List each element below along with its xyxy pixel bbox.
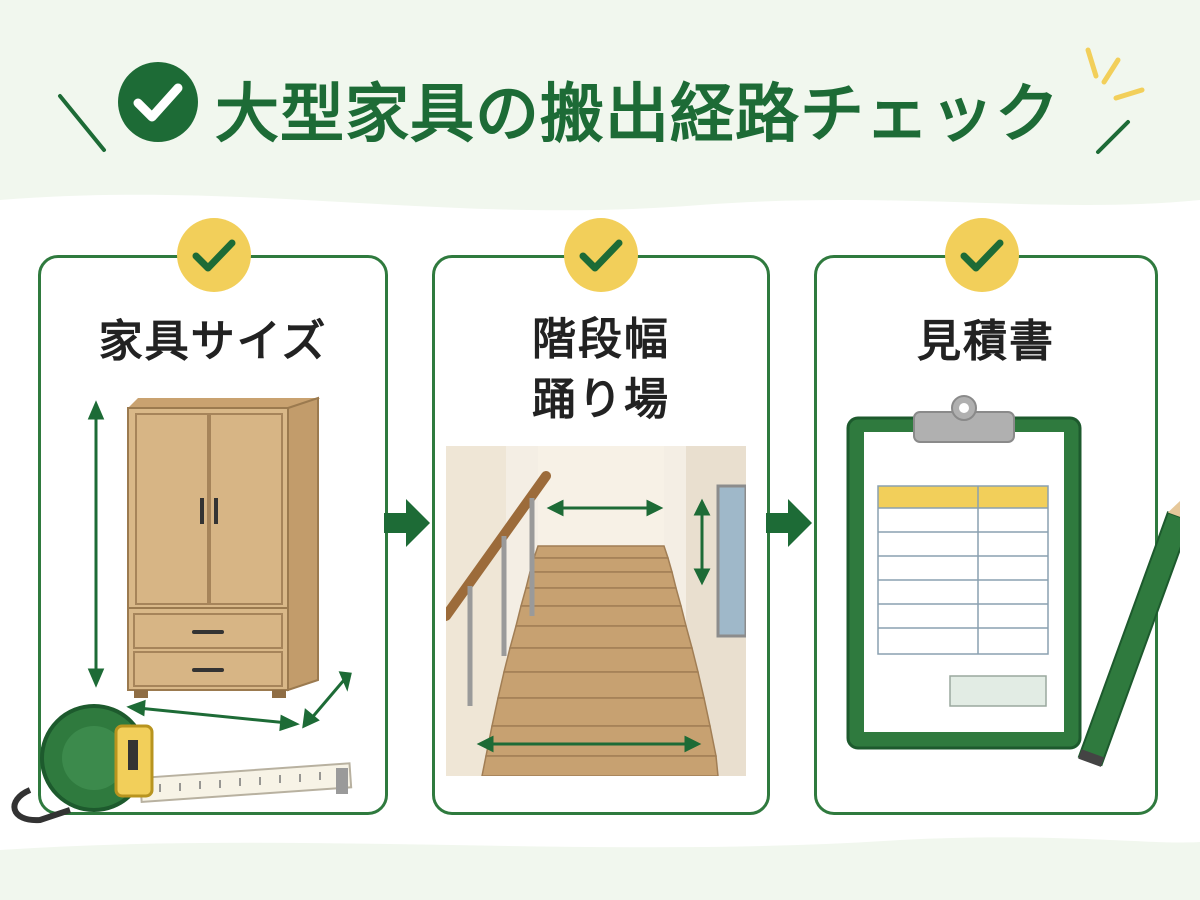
panel-title-estimate: 見積書 [917,316,1055,367]
staircase-illustration [446,446,746,776]
panel-title-landing: 踊り場 [532,374,670,425]
check-badge-icon [177,218,251,292]
wardrobe-illustration [11,396,353,824]
panel-title-furniture-size: 家具サイズ [98,316,328,367]
arrow-right-icon [384,499,430,547]
arrow-right-icon [766,499,812,547]
check-circle-icon [118,62,198,142]
title-decoration [58,47,1145,154]
check-badge-icon [945,218,1019,292]
check-badge-icon [564,218,638,292]
clipboard-estimate-illustration [846,395,1180,767]
panel-title-stair-width: 階段幅 [532,314,670,365]
page-title: 大型家具の搬出経路チェック [215,78,1060,152]
